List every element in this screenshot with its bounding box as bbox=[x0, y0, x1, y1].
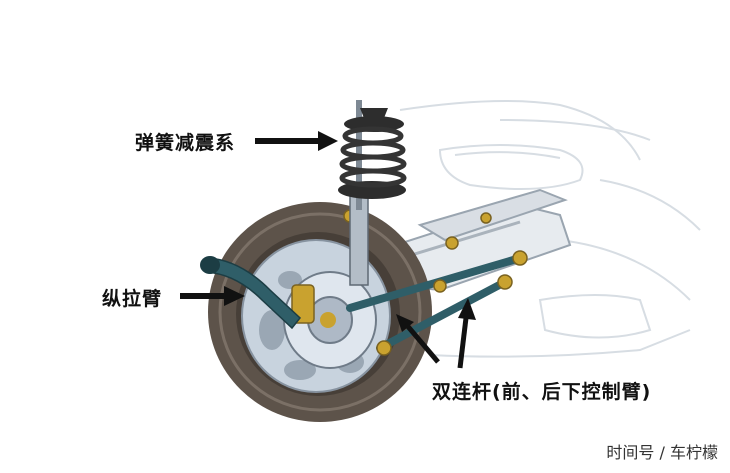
bushings bbox=[343, 209, 528, 356]
callout-arrows bbox=[180, 131, 476, 369]
arrow-twin-link-left bbox=[396, 314, 440, 364]
brake-disc bbox=[283, 271, 377, 369]
strut-spring bbox=[338, 100, 407, 286]
trailing-arm bbox=[200, 256, 302, 330]
arrow-twin-link-right bbox=[457, 298, 476, 369]
car-body-outline bbox=[399, 100, 701, 358]
watermark: 时间号 / 车柠檬 bbox=[606, 443, 718, 462]
label-spring-damper: 弹簧减震系 bbox=[135, 132, 236, 154]
arrow-spring-damper bbox=[255, 131, 338, 151]
label-twin-link: 双连杆(前、后下控制臂) bbox=[432, 381, 652, 403]
arrow-trailing-arm bbox=[180, 286, 245, 306]
label-trailing-arm: 纵拉臂 bbox=[102, 288, 163, 310]
